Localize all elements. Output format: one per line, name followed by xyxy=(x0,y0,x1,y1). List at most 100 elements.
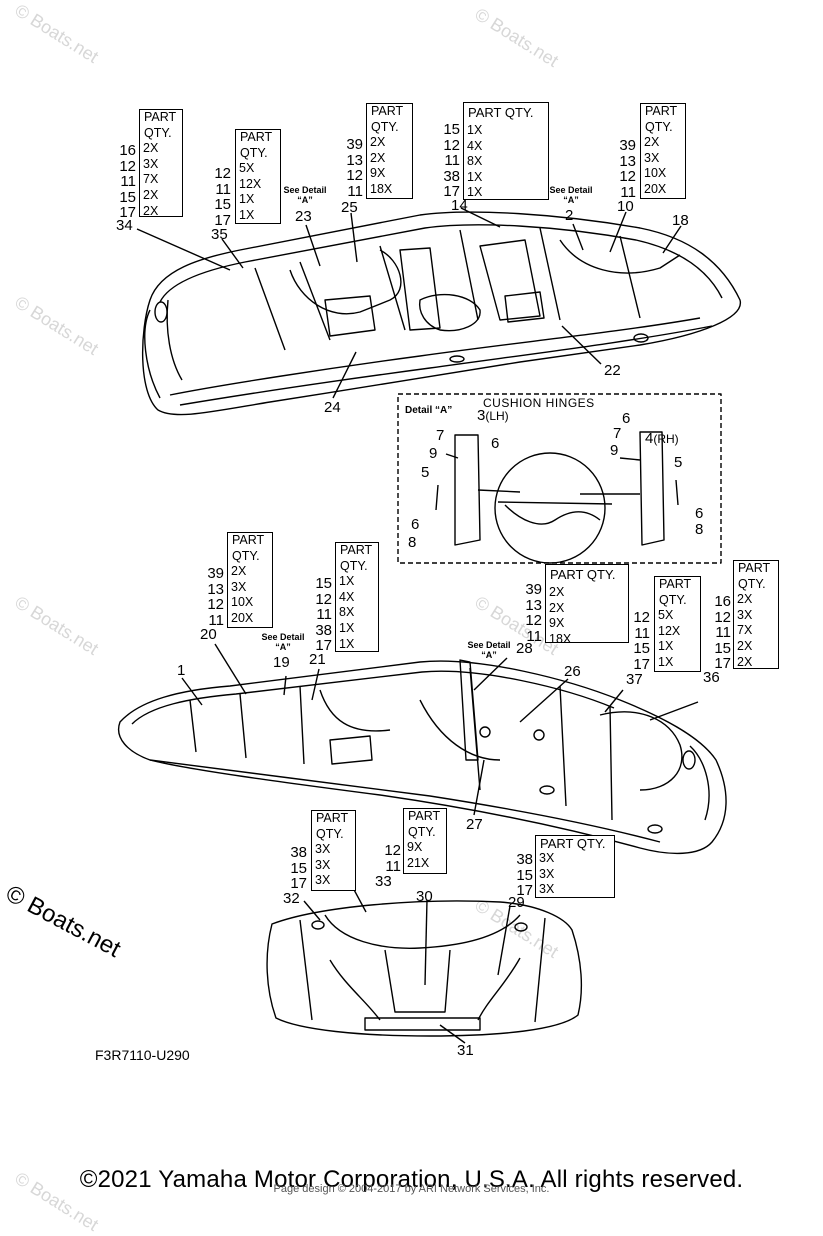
qty-value: 4X xyxy=(339,589,355,604)
part-number: 17 xyxy=(443,183,460,201)
part-number: 17 xyxy=(315,637,332,655)
part-number: 17 xyxy=(119,204,136,222)
part-numbers-list: 39 13 12 11 xyxy=(194,566,224,628)
part-number: 17 xyxy=(214,211,231,229)
part-number: 12 xyxy=(214,165,231,182)
part-number: 17 xyxy=(290,875,307,893)
qty-value: 8X xyxy=(467,154,483,169)
qty-value: 7X xyxy=(143,172,159,187)
part-number: 12 xyxy=(119,157,136,175)
callout-27: 27 xyxy=(466,816,483,833)
callout-28: 28 xyxy=(516,640,533,657)
qty-value: 18X xyxy=(370,181,393,196)
qty-table-header: QTY. xyxy=(738,576,766,591)
part-numbers-list: 39 13 12 11 xyxy=(333,137,363,199)
part-numbers-list: 12 11 xyxy=(371,843,401,874)
qty-value: 2X xyxy=(143,203,159,218)
qty-value: 2X xyxy=(370,135,386,150)
part-number: 12 xyxy=(525,612,542,630)
qty-table-header: QTY. xyxy=(316,826,344,841)
part-number: 15 xyxy=(290,859,307,877)
qty-table-header: PART xyxy=(144,110,177,124)
qty-table: PART QTY. 5X 12X 1X 1X xyxy=(654,576,701,672)
qty-value: 3X xyxy=(539,882,555,897)
part-number: 15 xyxy=(315,575,332,592)
qty-value: 1X xyxy=(658,639,674,654)
qty-table: PART QTY. 2X 2X 9X 18X xyxy=(545,564,629,646)
qty-table-header: QTY. xyxy=(144,125,172,140)
qty-table: PART QTY. 2X 2X 9X 18X xyxy=(366,103,413,199)
figure-code: F3R7110-U290 xyxy=(95,1047,190,1063)
part-number: 38 xyxy=(516,851,533,868)
part-number: 39 xyxy=(207,565,224,582)
qty-table-header: PART xyxy=(232,533,265,547)
qty-value: 2X xyxy=(549,585,565,599)
qty-table-header: PART xyxy=(316,811,349,825)
see-detail-label: See Detail“A” xyxy=(283,185,327,205)
qty-value: 9X xyxy=(549,616,565,631)
part-number: 11 xyxy=(634,624,650,642)
part-number: 12 xyxy=(633,609,650,626)
part-numbers-list: 15 12 11 38 17 xyxy=(302,576,332,654)
part-number: 38 xyxy=(315,621,332,639)
callout-5: 5 xyxy=(421,464,430,481)
qty-table-header: QTY. xyxy=(371,119,399,134)
qty-value: 8X xyxy=(339,605,355,620)
part-numbers-list: 12 11 15 17 xyxy=(201,166,231,228)
qty-table: PART QTY. 9X 21X xyxy=(403,808,447,874)
qty-value: 3X xyxy=(231,579,247,594)
part-number: 16 xyxy=(714,593,731,610)
qty-value: 4X xyxy=(467,138,483,153)
part-number: 13 xyxy=(346,151,363,169)
qty-value: 2X xyxy=(231,564,247,579)
part-number: 12 xyxy=(443,136,460,154)
see-detail-label: See Detail“A” xyxy=(261,632,305,652)
part-number: 13 xyxy=(525,596,542,614)
part-number: 15 xyxy=(633,640,650,658)
qty-value: 1X xyxy=(658,654,674,669)
part-number: 11 xyxy=(620,183,636,201)
part-number: 12 xyxy=(619,168,636,186)
qty-table-header: QTY. xyxy=(240,145,268,160)
parts-diagram: © Boats.net © Boats.net © Boats.net © Bo… xyxy=(1,0,779,1235)
callout-10: 10 xyxy=(617,198,634,215)
qty-table-header: PART xyxy=(240,130,273,144)
qty-value: 1X xyxy=(239,207,255,222)
callout-31: 31 xyxy=(457,1042,474,1059)
part-numbers-list: 16 12 11 15 17 xyxy=(701,594,731,672)
callout-19: 19 xyxy=(273,654,290,671)
part-numbers-list: 38 15 17 xyxy=(277,845,307,892)
qty-table: PART QTY. 3X 3X 3X xyxy=(535,835,615,898)
part-number: 12 xyxy=(384,842,401,859)
callout-29: 29 xyxy=(508,894,525,911)
callout-1: 1 xyxy=(177,662,186,679)
callout-14: 14 xyxy=(451,197,468,214)
qty-value: 21X xyxy=(407,855,430,870)
qty-table-header: PART xyxy=(340,543,373,557)
part-number: 15 xyxy=(516,866,533,884)
boat-line-art xyxy=(117,207,741,1044)
qty-value: 2X xyxy=(370,150,386,165)
callout-9: 9 xyxy=(610,442,619,459)
callout-23: 23 xyxy=(295,208,312,225)
qty-table-header: PART QTY. xyxy=(540,836,606,851)
callout-8: 8 xyxy=(695,521,704,538)
part-number: 13 xyxy=(207,580,224,598)
qty-table-header: QTY. xyxy=(232,548,260,563)
callout-32: 32 xyxy=(283,890,300,907)
qty-table: PART QTY. 5X 12X 1X 1X xyxy=(235,129,281,224)
qty-value: 3X xyxy=(315,842,331,857)
part-number: 11 xyxy=(385,857,401,875)
qty-table-header: PART xyxy=(371,104,404,118)
detail-box-title: CUSHION HINGES xyxy=(483,396,595,410)
qty-value: 3X xyxy=(737,607,753,622)
qty-value: 5X xyxy=(658,608,674,623)
qty-value: 9X xyxy=(370,166,386,181)
qty-value: 2X xyxy=(644,135,660,150)
qty-value: 1X xyxy=(467,169,483,184)
callout-6: 6 xyxy=(491,435,500,452)
copyright-notice: ©2021 Yamaha Motor Corporation, U.S.A. A… xyxy=(79,1166,744,1193)
callout-33: 33 xyxy=(375,873,392,890)
qty-table-header: QTY. xyxy=(645,119,673,134)
callout-7: 7 xyxy=(613,425,622,442)
